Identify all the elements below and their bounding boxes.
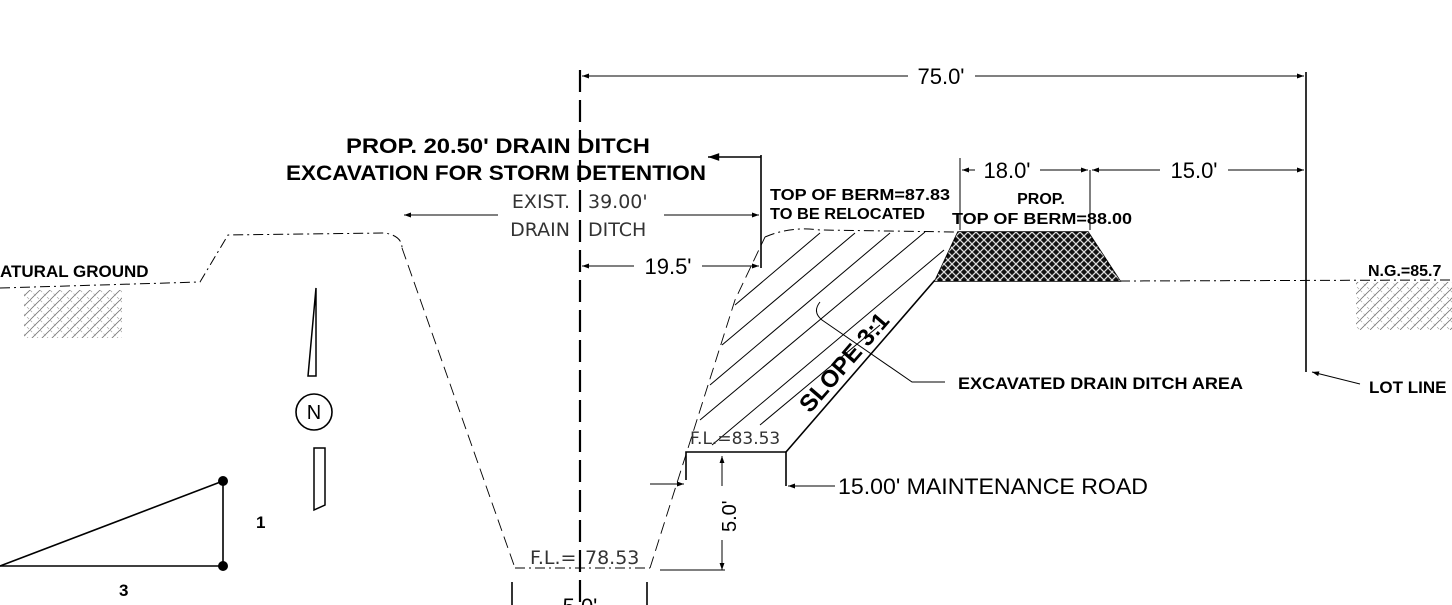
- dim-bottom-width: 5.0': [563, 594, 598, 605]
- excavated-area-leader: [816, 301, 945, 383]
- dim-berm-top-width: 18.0': [983, 158, 1030, 183]
- slope-legend-rise: 1: [256, 513, 265, 532]
- north-label: N: [307, 402, 321, 424]
- dim-road-depth: 5.0': [719, 500, 741, 532]
- natural-ground-label: ATURAL GROUND: [0, 262, 149, 281]
- title-line-2: EXCAVATION FOR STORM DETENTION: [286, 162, 706, 185]
- title-line-1: PROP. 20.50' DRAIN DITCH: [346, 135, 650, 158]
- slope-legend: [0, 476, 228, 571]
- proposed-maintenance-road: [685, 451, 786, 480]
- dim-centerline-to-berm: 19.5': [644, 254, 691, 279]
- existing-ditch-right-slope: [649, 236, 766, 569]
- maintenance-road-label: 15.00' MAINTENANCE ROAD: [838, 474, 1148, 499]
- north-arrow-circle: [295, 393, 333, 431]
- fl-bottom-label-right: 78.53: [585, 547, 639, 569]
- proposed-berm-hatch: [935, 232, 1120, 281]
- natural-ground-line-right: [1119, 279, 1452, 282]
- ng-elevation-label: N.G.=85.7: [1368, 263, 1441, 280]
- proposed-ditch-slope: [785, 279, 936, 453]
- exist-ditch-label-1b: 39.00': [588, 191, 648, 213]
- existing-berm-label-2: TO BE RELOCATED: [770, 206, 925, 223]
- exist-ditch-label-2a: DRAIN: [510, 219, 570, 241]
- fl-bottom-label-left: F.L.=: [530, 547, 576, 569]
- existing-berm-label-1: TOP OF BERM=87.83: [770, 187, 950, 204]
- north-arrow-bottom: [313, 447, 326, 512]
- soil-hatch-left: [24, 290, 122, 338]
- prop-berm-label-1: PROP.: [1017, 191, 1065, 208]
- existing-berm-top: [764, 228, 956, 238]
- exist-ditch-label-1a: EXIST.: [512, 191, 570, 213]
- natural-ground-line-left: [0, 232, 403, 289]
- slope-legend-run: 3: [119, 581, 128, 600]
- lot-line-label: LOT LINE: [1369, 378, 1446, 397]
- exist-ditch-label-2b: DITCH: [588, 219, 646, 241]
- soil-hatch-right: [1356, 282, 1452, 330]
- dim-overall-width: 75.0': [917, 64, 964, 89]
- prop-berm-label-2: TOP OF BERM=88.00: [952, 211, 1132, 228]
- excavated-area-label: EXCAVATED DRAIN DITCH AREA: [958, 374, 1243, 393]
- dim-berm-to-lot-line: 15.0': [1170, 158, 1217, 183]
- existing-ditch-left-slope: [401, 247, 516, 569]
- excavated-area-hatching: [699, 231, 945, 446]
- lot-line-leader: [1311, 371, 1361, 385]
- fl-road-label: F.L.=83.53: [690, 429, 780, 449]
- north-arrow-top: [307, 287, 317, 377]
